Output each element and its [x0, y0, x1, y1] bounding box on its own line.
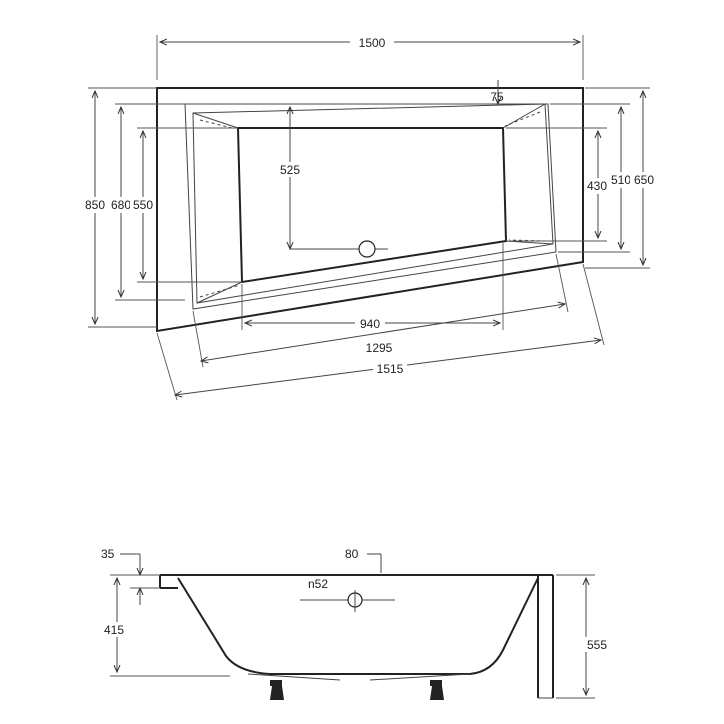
dim-415: 415 — [104, 623, 124, 637]
dim-35: 35 — [101, 547, 115, 561]
dim-80: 80 — [345, 547, 359, 561]
dim-650: 650 — [634, 173, 654, 187]
label-n52: n52 — [308, 577, 328, 591]
dim-940: 940 — [360, 317, 380, 331]
dim-75: 75 — [490, 90, 504, 104]
rim-edge — [184, 103, 557, 310]
dim-555: 555 — [587, 638, 607, 652]
dim-550: 550 — [133, 198, 153, 212]
dim-510: 510 — [611, 173, 631, 187]
bathtub-side-profile — [177, 577, 539, 675]
dim-1515: 1515 — [377, 362, 404, 376]
rim-inner — [192, 103, 554, 304]
dim-850: 850 — [85, 198, 105, 212]
dim-1500: 1500 — [359, 36, 386, 50]
dim-430: 430 — [587, 179, 607, 193]
support-leg-left — [270, 680, 284, 700]
dim-680: 680 — [111, 198, 131, 212]
bathtub-outline — [156, 87, 584, 333]
top-view: 1500 75 525 850 680 550 430 51 — [82, 34, 658, 401]
dim-1295: 1295 — [366, 341, 393, 355]
dim-525: 525 — [280, 163, 300, 177]
drain-icon — [358, 240, 376, 258]
support-leg-right — [430, 680, 444, 700]
side-view: n52 80 35 415 555 — [99, 547, 612, 700]
